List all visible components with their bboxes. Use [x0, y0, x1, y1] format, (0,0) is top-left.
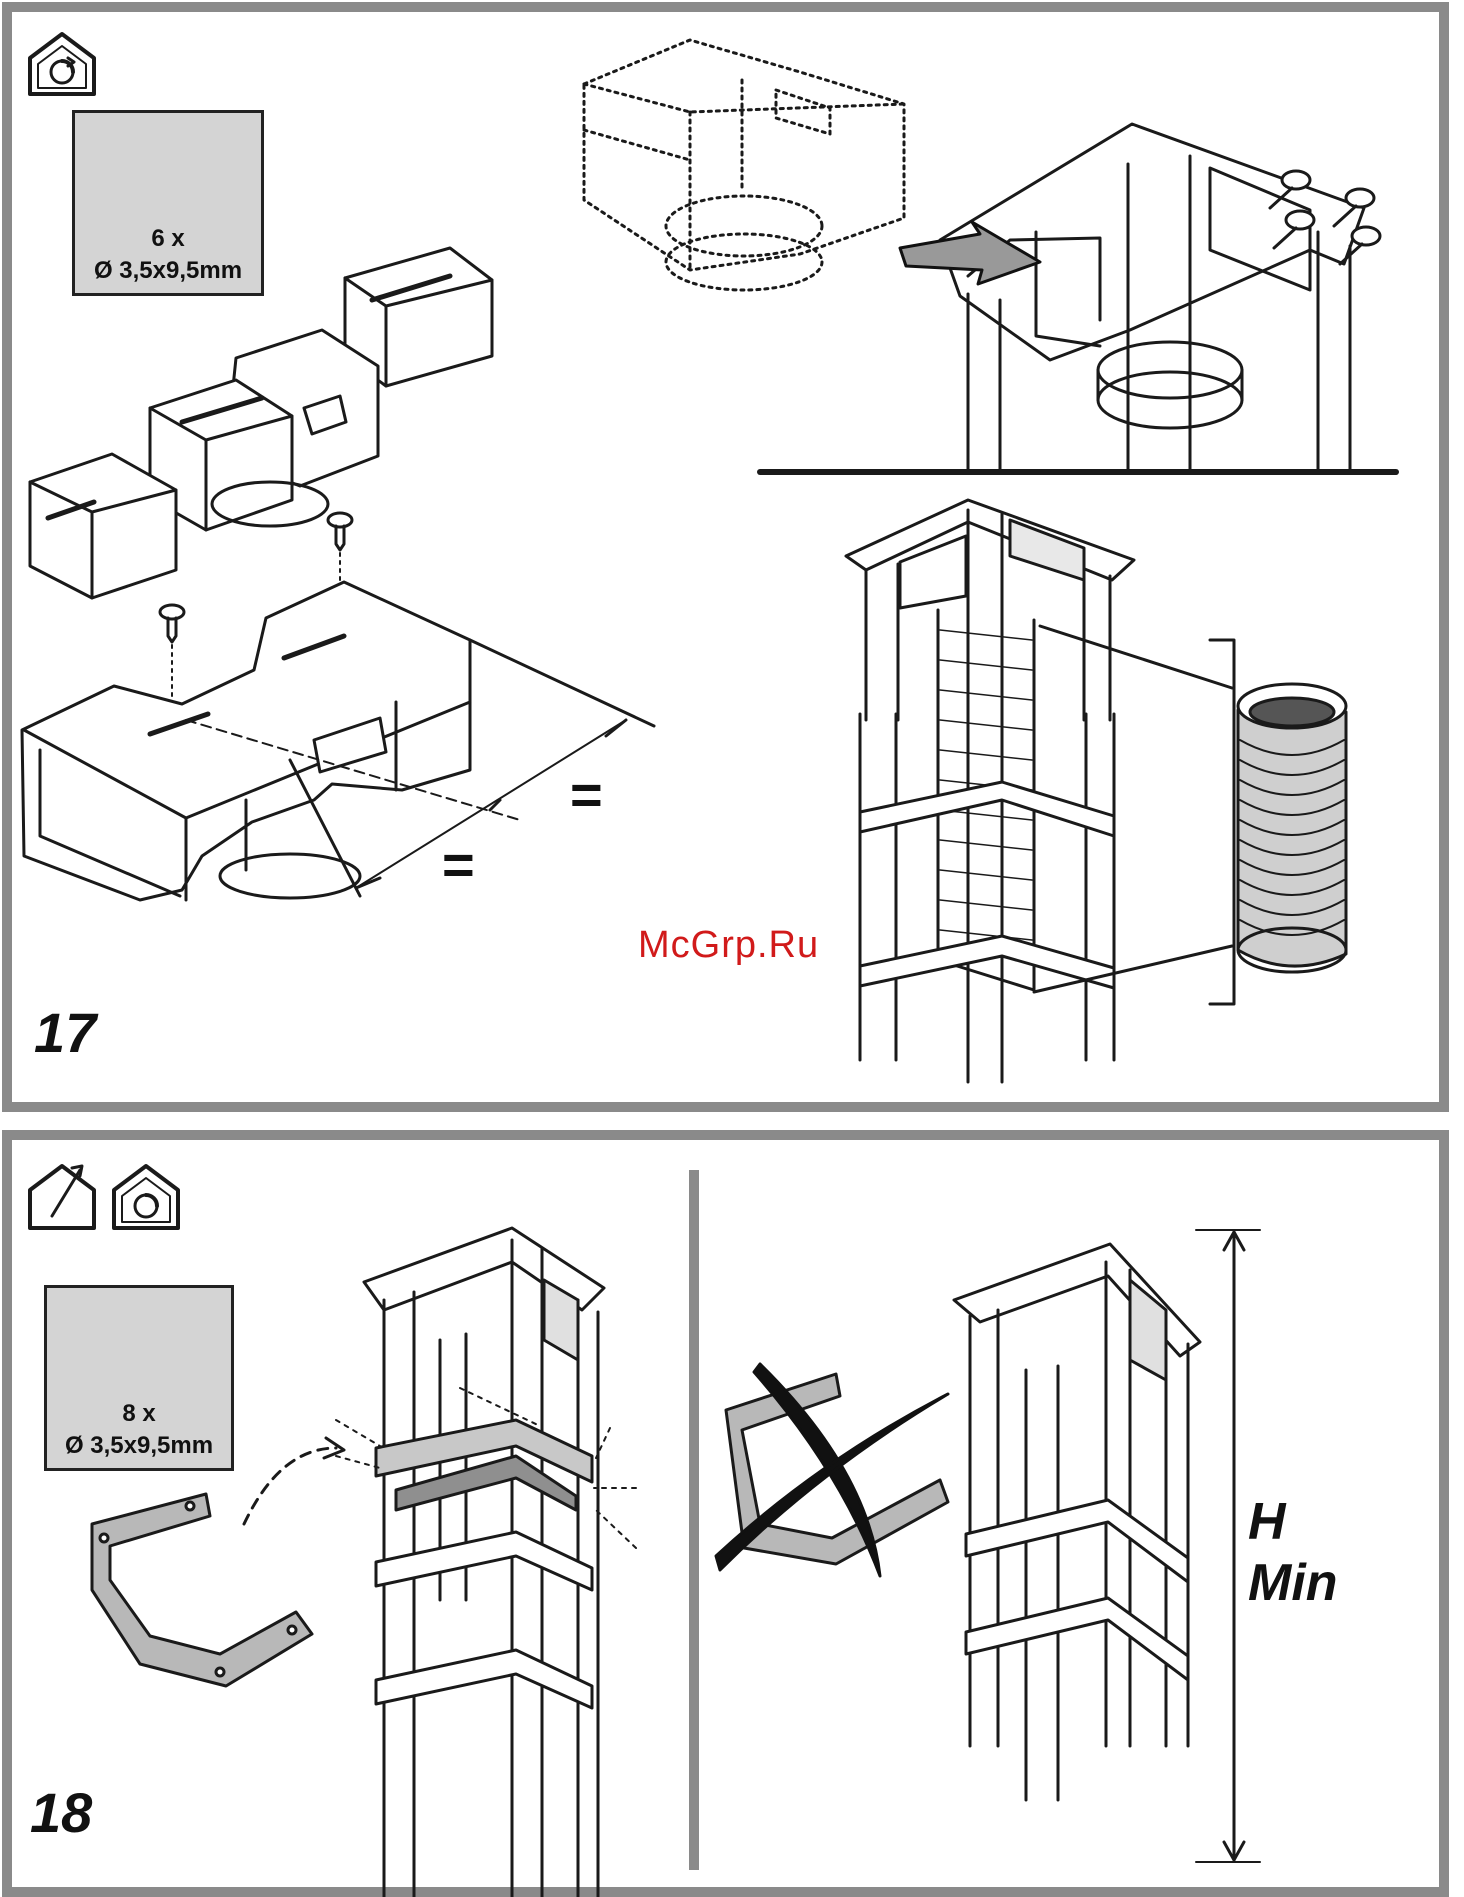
watermark: McGrp.Ru [638, 924, 819, 967]
step-number-17: 17 [34, 1000, 96, 1065]
step-number-18: 18 [30, 1780, 92, 1845]
hood-dotted-outline [584, 40, 904, 290]
screw-quantity: 8 x [47, 1400, 231, 1428]
recirculation-mode-icon [114, 1166, 178, 1228]
equal-distance-mark: = [570, 762, 603, 827]
screw-quantity: 6 x [75, 225, 261, 253]
screw-size: Ø 3,5x9,5mm [75, 257, 261, 285]
equal-distance-mark: = [442, 832, 475, 897]
bracket-u-shape [92, 1438, 344, 1686]
screw-spec-box-step-17: 6 x Ø 3,5x9,5mm [72, 110, 264, 296]
extraction-mode-icon [30, 1166, 94, 1228]
screw-spec-box-step-18: 8 x Ø 3,5x9,5mm [44, 1285, 234, 1471]
duct-adapter-exploded [22, 248, 654, 900]
frame-with-hose [846, 500, 1346, 1082]
frame-top-assembly [900, 124, 1380, 472]
screw-size: Ø 3,5x9,5mm [47, 1432, 231, 1460]
height-label: H [1248, 1495, 1286, 1549]
frame-bracket-install [336, 1228, 636, 1897]
frame-finished [954, 1230, 1260, 1862]
recirculation-mode-icon [30, 34, 94, 94]
min-label: Min [1248, 1556, 1338, 1610]
